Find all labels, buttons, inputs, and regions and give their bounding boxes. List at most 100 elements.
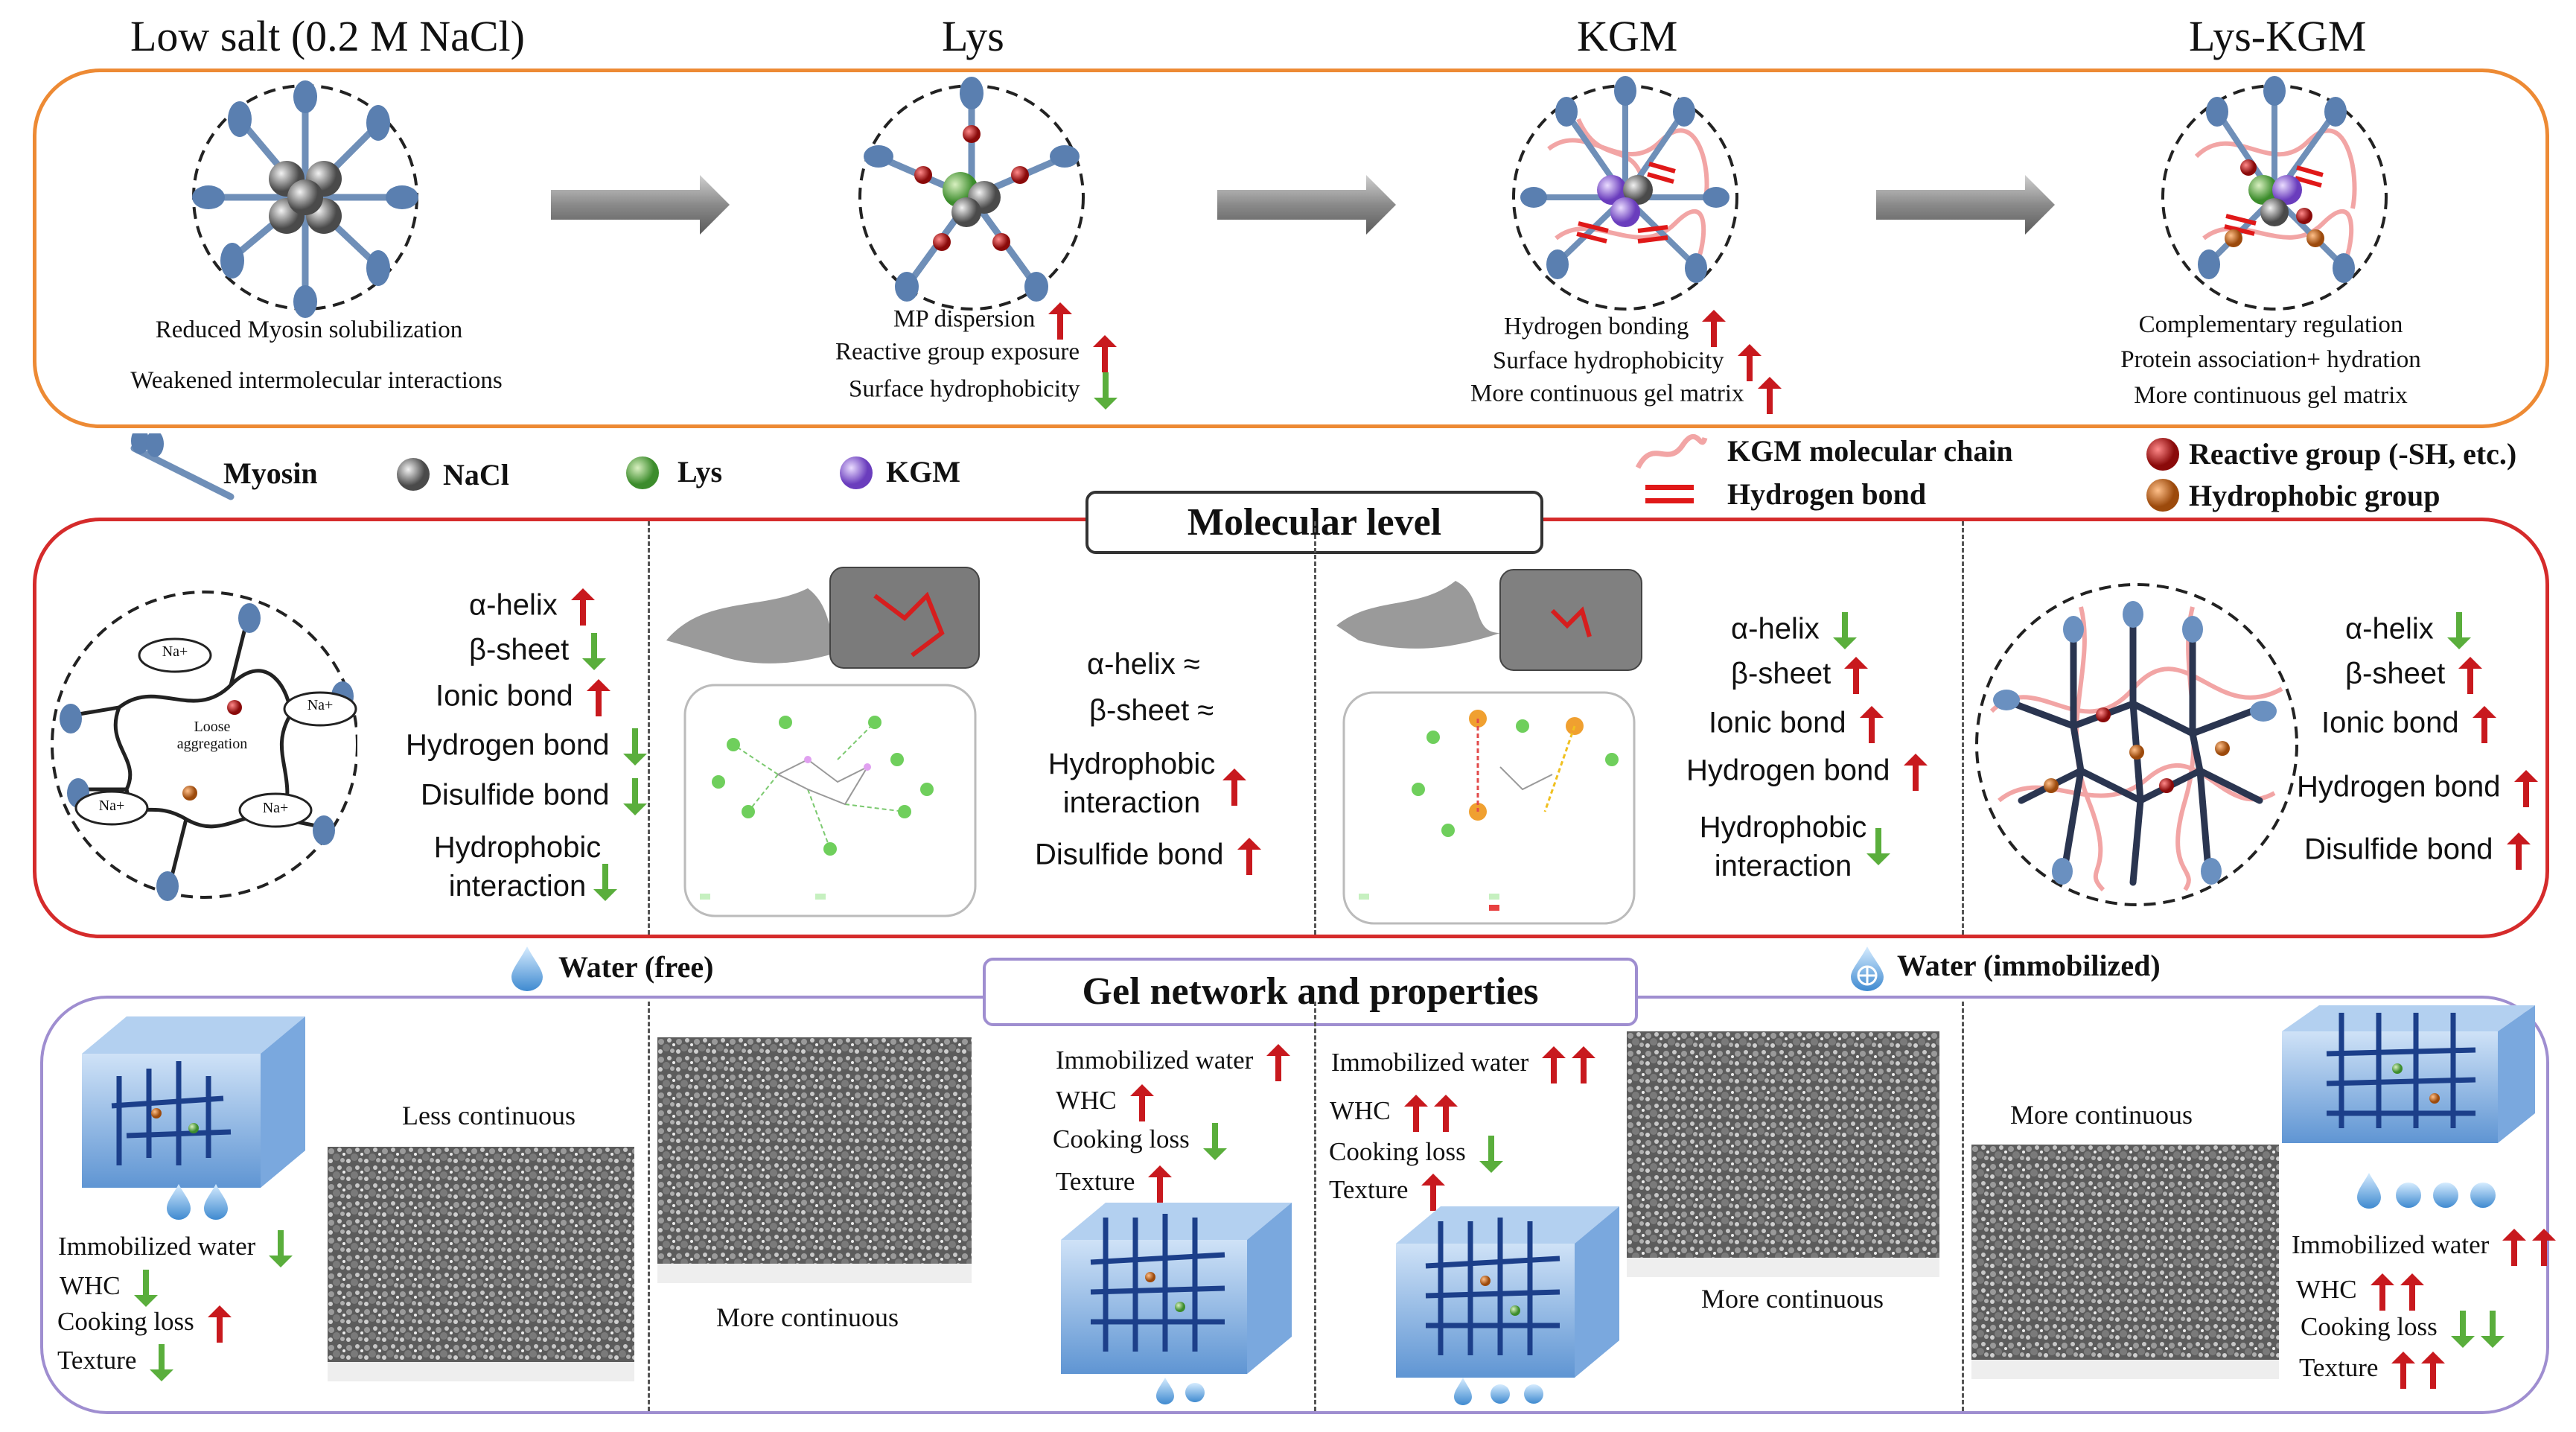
- mol-col3-row4: Hydrogen bond: [1686, 754, 1929, 791]
- legend-hydrogen-bond: Hydrogen bond: [1727, 477, 1927, 511]
- increase-arrow-icon: [1432, 1095, 1459, 1132]
- gel-col1-row2: WHC: [60, 1270, 159, 1307]
- increase-arrow-icon: [2420, 1352, 2446, 1389]
- more-continuous-label: More continuous: [1701, 1284, 1884, 1314]
- sem-image: [1627, 1031, 1939, 1277]
- mol-col1-row3: Ionic bond: [436, 679, 612, 716]
- kgm-chain-icon: [1635, 433, 1708, 469]
- mechanism-illustrations: [192, 76, 2388, 318]
- legend-kgm-chain: KGM molecular chain: [1727, 434, 2013, 468]
- increase-arrow-icon: [1858, 706, 1885, 743]
- header-lys-kgm: Lys-KGM: [2189, 12, 2367, 60]
- na-label: Na+: [307, 697, 334, 713]
- caption-kgm-2: Surface hydrophobicity: [1493, 344, 1763, 381]
- gel-col4-row1: Immobilized water: [2292, 1229, 2557, 1266]
- arrow-icon: [1876, 175, 2055, 235]
- legend-hydrophobic-group: Hydrophobic group: [2189, 479, 2440, 512]
- hydrogen-bond-icon: [1645, 485, 1694, 503]
- gel-col4-row3: Cooking loss: [2301, 1311, 2506, 1348]
- hydrophobic-group-icon: [2146, 479, 2179, 512]
- mol-col3-row1: α-helix: [1731, 612, 1858, 649]
- increase-arrow-icon: [1091, 335, 1118, 372]
- arrow-icon: [1217, 175, 1396, 235]
- legend-nacl: NaCl: [443, 458, 509, 491]
- decrease-arrow-icon: [1202, 1123, 1228, 1160]
- decrease-arrow-icon: [2446, 612, 2473, 649]
- increase-arrow-icon: [570, 588, 596, 626]
- decrease-arrow-icon: [1831, 612, 1858, 649]
- increase-arrow-icon: [1403, 1095, 1429, 1132]
- caption-kgm-3: More continuous gel matrix: [1470, 377, 1783, 414]
- mechanism-panel: [33, 69, 2549, 428]
- legend-water-immobilized: Water (immobilized): [1897, 949, 2161, 982]
- decrease-arrow-icon: [1478, 1136, 1505, 1173]
- increase-arrow-icon: [2505, 833, 2532, 870]
- gel-col2-row2: WHC: [1056, 1084, 1155, 1121]
- lys-kgm-network-diagram: [1975, 583, 2298, 906]
- legend-water-free: Water (free): [558, 950, 714, 984]
- gel-col2-row1: Immobilized water: [1056, 1044, 1292, 1081]
- mol-col3-row3: Ionic bond: [1709, 706, 1885, 743]
- header-kgm: KGM: [1577, 12, 1678, 60]
- gel-network-title: Gel network and properties: [983, 958, 1638, 1026]
- na-label: Na+: [162, 643, 188, 660]
- mol-col2-row2: β-sheet ≈: [1089, 694, 1214, 727]
- gel-col1-row4: Texture: [57, 1344, 175, 1381]
- mol-col4-row4: Hydrogen bond: [2297, 770, 2540, 807]
- caption-lys-1: MP dispersion: [893, 302, 1074, 340]
- gel-col2-row4: Texture: [1056, 1165, 1173, 1203]
- less-continuous-label: Less continuous: [402, 1101, 576, 1130]
- loose-aggregation-diagram: [51, 591, 357, 901]
- mol-col1-row2: β-sheet: [469, 633, 608, 670]
- gel-cube-icon: [1396, 1206, 1619, 1405]
- caption-lys-3: Surface hydrophobicity: [849, 372, 1119, 410]
- gel-col3-row4: Texture: [1329, 1174, 1447, 1211]
- kgm-network-icon: [1512, 76, 1738, 311]
- caption-lys-kgm-3: More continuous gel matrix: [2134, 382, 2408, 409]
- divider: [1962, 1002, 1964, 1411]
- water-drops-icon: [167, 1184, 228, 1220]
- sem-image: [657, 1037, 972, 1283]
- caption-lys-2: Reactive group exposure: [835, 335, 1118, 372]
- increase-arrow-icon: [1221, 768, 1248, 806]
- legend-lys: Lys: [678, 455, 723, 489]
- decrease-arrow-icon: [1865, 828, 1892, 865]
- increase-arrow-icon: [1700, 310, 1727, 347]
- increase-arrow-icon: [2399, 1273, 2426, 1311]
- increase-arrow-icon: [206, 1305, 233, 1343]
- increase-arrow-icon: [2369, 1273, 2396, 1311]
- arrow-icon: [551, 175, 730, 235]
- mol-col4-row2: β-sheet: [2345, 657, 2484, 694]
- increase-arrow-icon: [2390, 1352, 2417, 1389]
- increase-arrow-icon: [2501, 1229, 2528, 1266]
- lys-dispersion-icon: [858, 77, 1085, 311]
- na-label: Na+: [262, 800, 289, 816]
- mol-col2-row3: Hydrophobic interaction: [1048, 748, 1216, 819]
- mol-col4-row1: α-helix: [2345, 612, 2473, 649]
- divider: [1314, 1002, 1316, 1411]
- increase-arrow-icon: [2457, 657, 2484, 694]
- caption-low-salt-2: Weakened intermolecular interactions: [130, 367, 503, 394]
- gel-col3-row2: WHC: [1330, 1095, 1459, 1132]
- mol-col2-row1: α-helix ≈: [1087, 648, 1200, 681]
- legend-reactive-group: Reactive group (-SH, etc.): [2189, 437, 2517, 471]
- divider: [648, 1002, 650, 1411]
- gel-cube-icon: [1061, 1203, 1292, 1404]
- decrease-arrow-icon: [622, 778, 648, 815]
- divider: [1962, 521, 1964, 935]
- gel-col3-row1: Immobilized water: [1331, 1046, 1597, 1083]
- mol-col3-row5: Hydrophobic interaction: [1699, 811, 1867, 882]
- mol-col1-row1: α-helix: [469, 588, 596, 626]
- gel-col2-row3: Cooking loss: [1053, 1123, 1228, 1160]
- gel-col4-row2: WHC: [2296, 1273, 2426, 1311]
- increase-arrow-icon: [1570, 1046, 1597, 1083]
- legend-myosin: Myosin: [223, 456, 318, 490]
- gel-col1-row1: Immobilized water: [58, 1230, 294, 1267]
- decrease-arrow-icon: [2479, 1311, 2506, 1348]
- gel-cube-icon: [2282, 1005, 2535, 1143]
- sem-image: [328, 1147, 634, 1381]
- increase-arrow-icon: [1902, 754, 1929, 791]
- decrease-arrow-icon: [2449, 1311, 2476, 1348]
- gel-col1-row3: Cooking loss: [57, 1305, 233, 1343]
- na-label: Na+: [98, 798, 125, 814]
